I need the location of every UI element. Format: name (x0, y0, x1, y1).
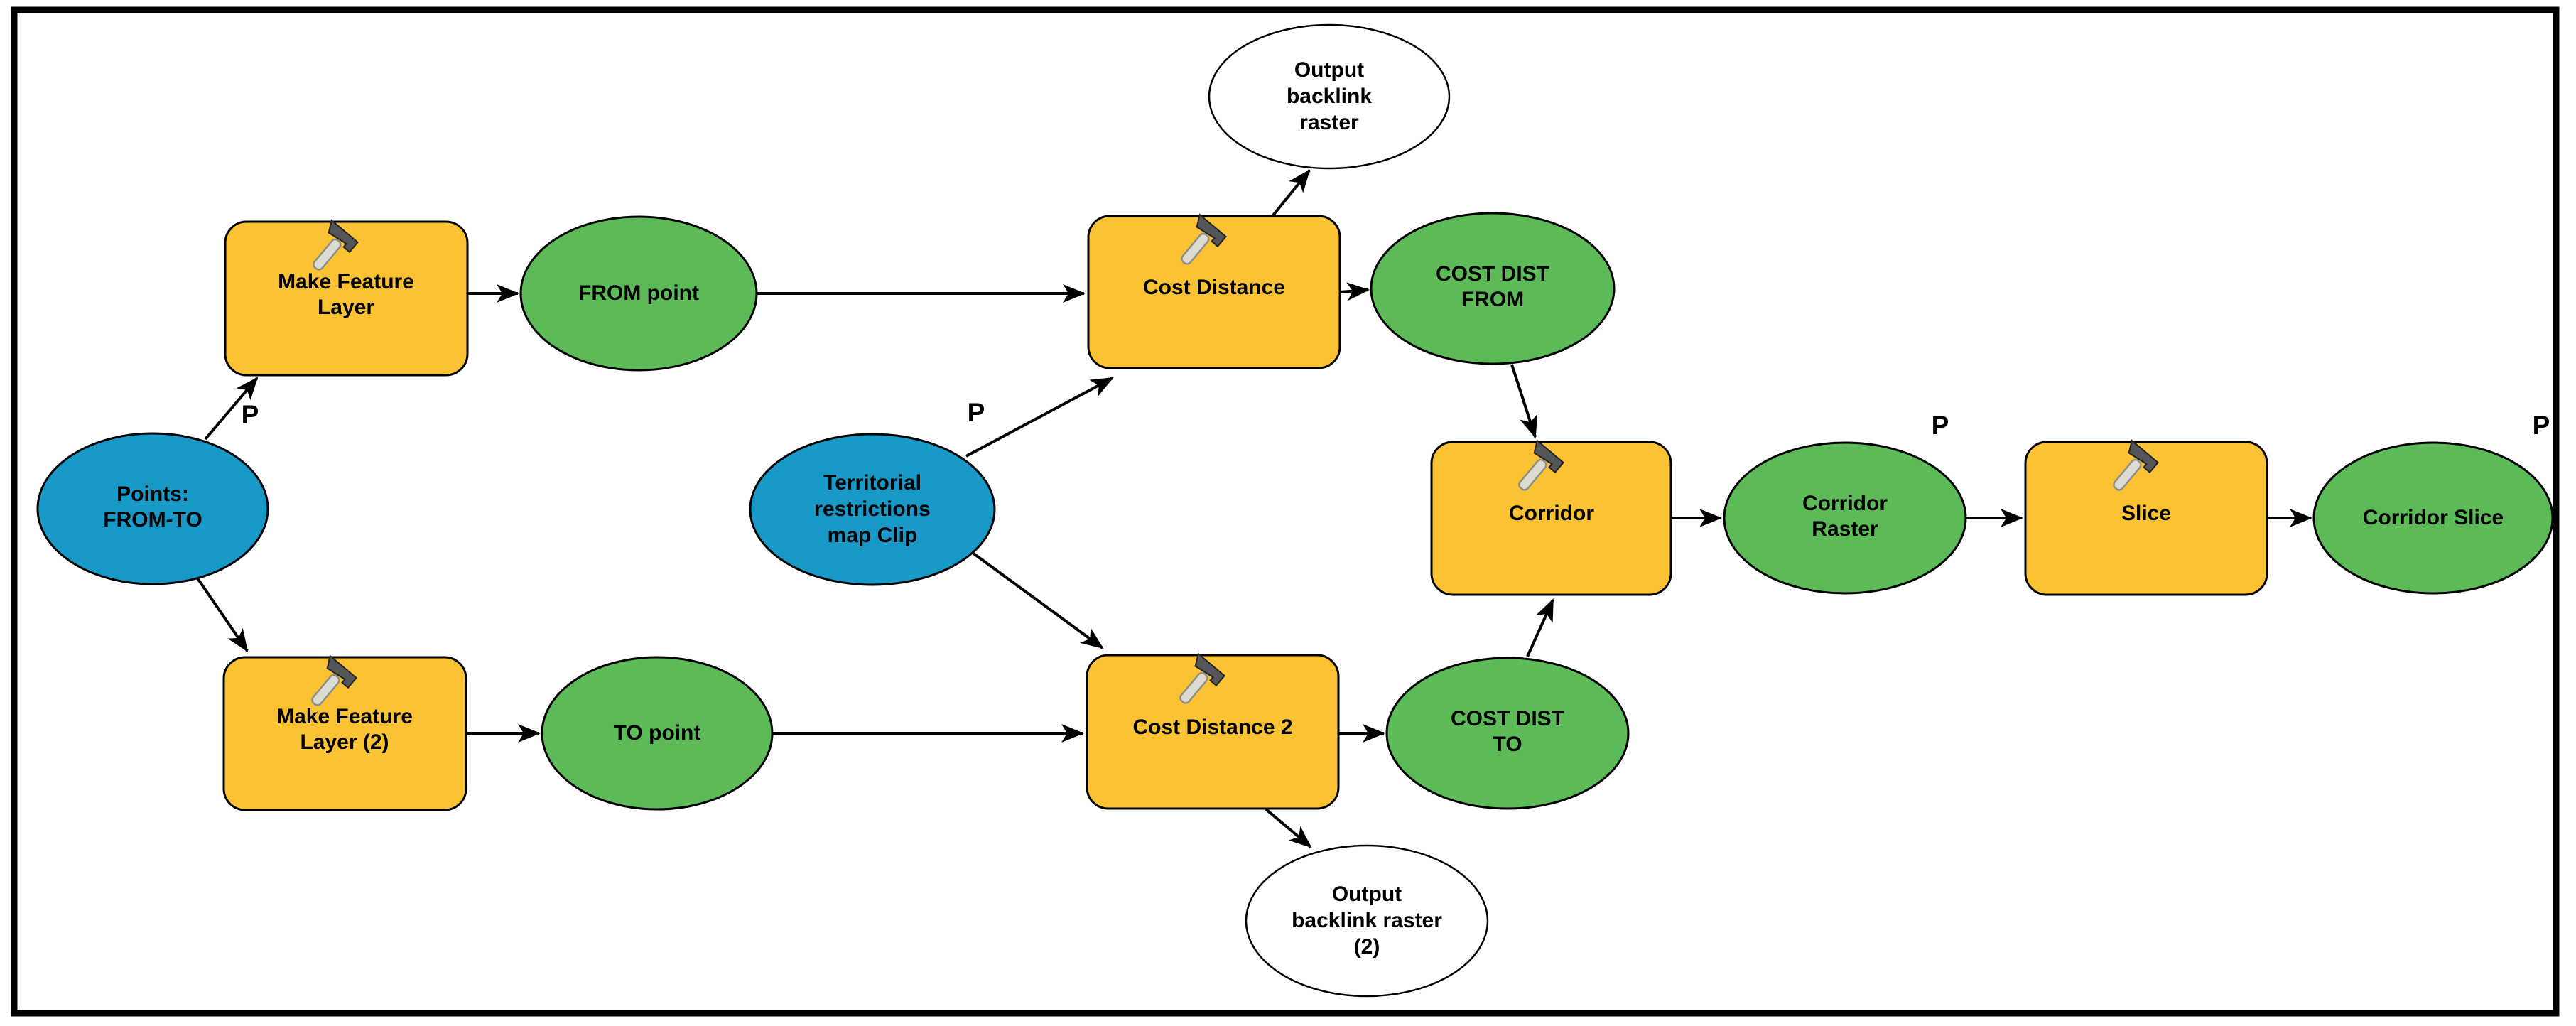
node-corridor-raster[interactable]: Corridor Raster (1723, 441, 1967, 595)
node-cost-distance-2[interactable]: Cost Distance 2 (1086, 652, 1340, 810)
node-label: raster (1299, 111, 1359, 134)
node-label: Make Feature (278, 270, 414, 293)
node-corridor[interactable]: Corridor (1430, 439, 1672, 596)
node-label: TO (1493, 733, 1522, 756)
input-data-ellipse (749, 433, 996, 586)
tool-rect (1087, 215, 1341, 369)
connector-cost-dist-to-to-corridor[interactable] (1526, 598, 1554, 657)
node-label: Corridor Slice (2363, 506, 2504, 529)
node-territorial-restrictions-map-clip[interactable]: Territorial restrictions map Clip (749, 433, 996, 586)
node-label: TO point (614, 721, 701, 745)
node-cost-distance[interactable]: Cost Distance (1087, 213, 1341, 369)
node-label: backlink raster (1292, 909, 1442, 932)
node-label: map Clip (828, 524, 918, 547)
derived-data-ellipse (519, 215, 758, 372)
connector-cost-distance-2-to-output-backlink-raster-2[interactable] (1265, 808, 1312, 848)
node-slice[interactable]: Slice (2024, 439, 2268, 596)
connector-territorial-to-cost-distance-2[interactable] (971, 551, 1104, 649)
node-label: (2) (1354, 935, 1380, 958)
node-label: Corridor (1802, 492, 1888, 515)
derived-data-ellipse (2312, 441, 2554, 595)
node-cost-dist-from[interactable]: COST DIST FROM (1370, 212, 1616, 365)
tool-rect (224, 220, 469, 377)
node-label: Cost Distance 2 (1132, 716, 1292, 739)
node-label: restrictions (814, 497, 930, 521)
node-corridor-slice[interactable]: Corridor Slice (2312, 441, 2554, 595)
input-data-ellipse (36, 432, 269, 585)
node-label: Output (1294, 58, 1364, 82)
connector-cost-distance-to-output-backlink-raster[interactable] (1272, 169, 1311, 217)
derived-data-ellipse (1385, 657, 1630, 810)
parameter-marker-corridor-raster: P (1932, 411, 1949, 440)
node-label: FROM (1461, 288, 1524, 311)
node-output-backlink-raster-2[interactable]: Output backlink raster (2) (1245, 844, 1489, 998)
connector-points-to-make-feature-layer[interactable] (204, 377, 259, 441)
tool-rect (1430, 441, 1672, 596)
node-label: Corridor (1509, 502, 1594, 525)
node-label: FROM-TO (103, 508, 202, 531)
parameter-marker-territorial: P (968, 398, 985, 427)
node-label: FROM point (578, 281, 699, 305)
connector-territorial-to-cost-distance[interactable] (965, 377, 1114, 458)
node-label: Cost Distance (1143, 276, 1285, 299)
derived-data-ellipse (541, 656, 774, 811)
node-label: Layer (318, 296, 374, 319)
connector-cost-distance-to-cost-dist-from[interactable] (1339, 282, 1370, 301)
connector-points-to-make-feature-layer-2[interactable] (193, 573, 249, 652)
node-label: Layer (2) (300, 730, 389, 754)
node-label: Slice (2121, 502, 2171, 525)
node-label: Make Feature (276, 705, 413, 728)
node-make-feature-layer[interactable]: Make Feature Layer (224, 219, 469, 377)
connector-cost-dist-from-to-corridor[interactable] (1510, 364, 1538, 438)
node-label: COST DIST (1436, 262, 1549, 286)
node-make-feature-layer-2[interactable]: Make Feature Layer (2) (222, 654, 467, 811)
node-cost-dist-to[interactable]: COST DIST TO (1385, 657, 1630, 810)
node-label: COST DIST (1451, 707, 1564, 730)
node-label: Output (1332, 882, 1402, 906)
parameter-marker-points-from-to: P (242, 400, 259, 429)
optional-output-ellipse (1245, 844, 1489, 998)
optional-output-ellipse (1208, 23, 1451, 170)
node-label: Raster (1812, 517, 1878, 541)
node-label: backlink (1287, 85, 1372, 108)
tool-rect (2024, 441, 2268, 596)
node-to-point[interactable]: TO point (541, 656, 774, 811)
node-label: Territorial (823, 471, 921, 495)
tool-rect (1086, 654, 1340, 810)
parameter-marker-corridor-slice: P (2533, 411, 2550, 440)
node-label: Points: (117, 482, 189, 506)
derived-data-ellipse (1370, 212, 1616, 365)
derived-data-ellipse (1723, 441, 1967, 595)
node-output-backlink-raster[interactable]: Output backlink raster (1208, 23, 1451, 170)
node-points-from-to[interactable]: Points: FROM-TO (36, 432, 269, 585)
model-frame-border (11, 6, 2560, 1017)
tool-rect (222, 656, 467, 811)
node-from-point[interactable]: FROM point (519, 215, 758, 372)
